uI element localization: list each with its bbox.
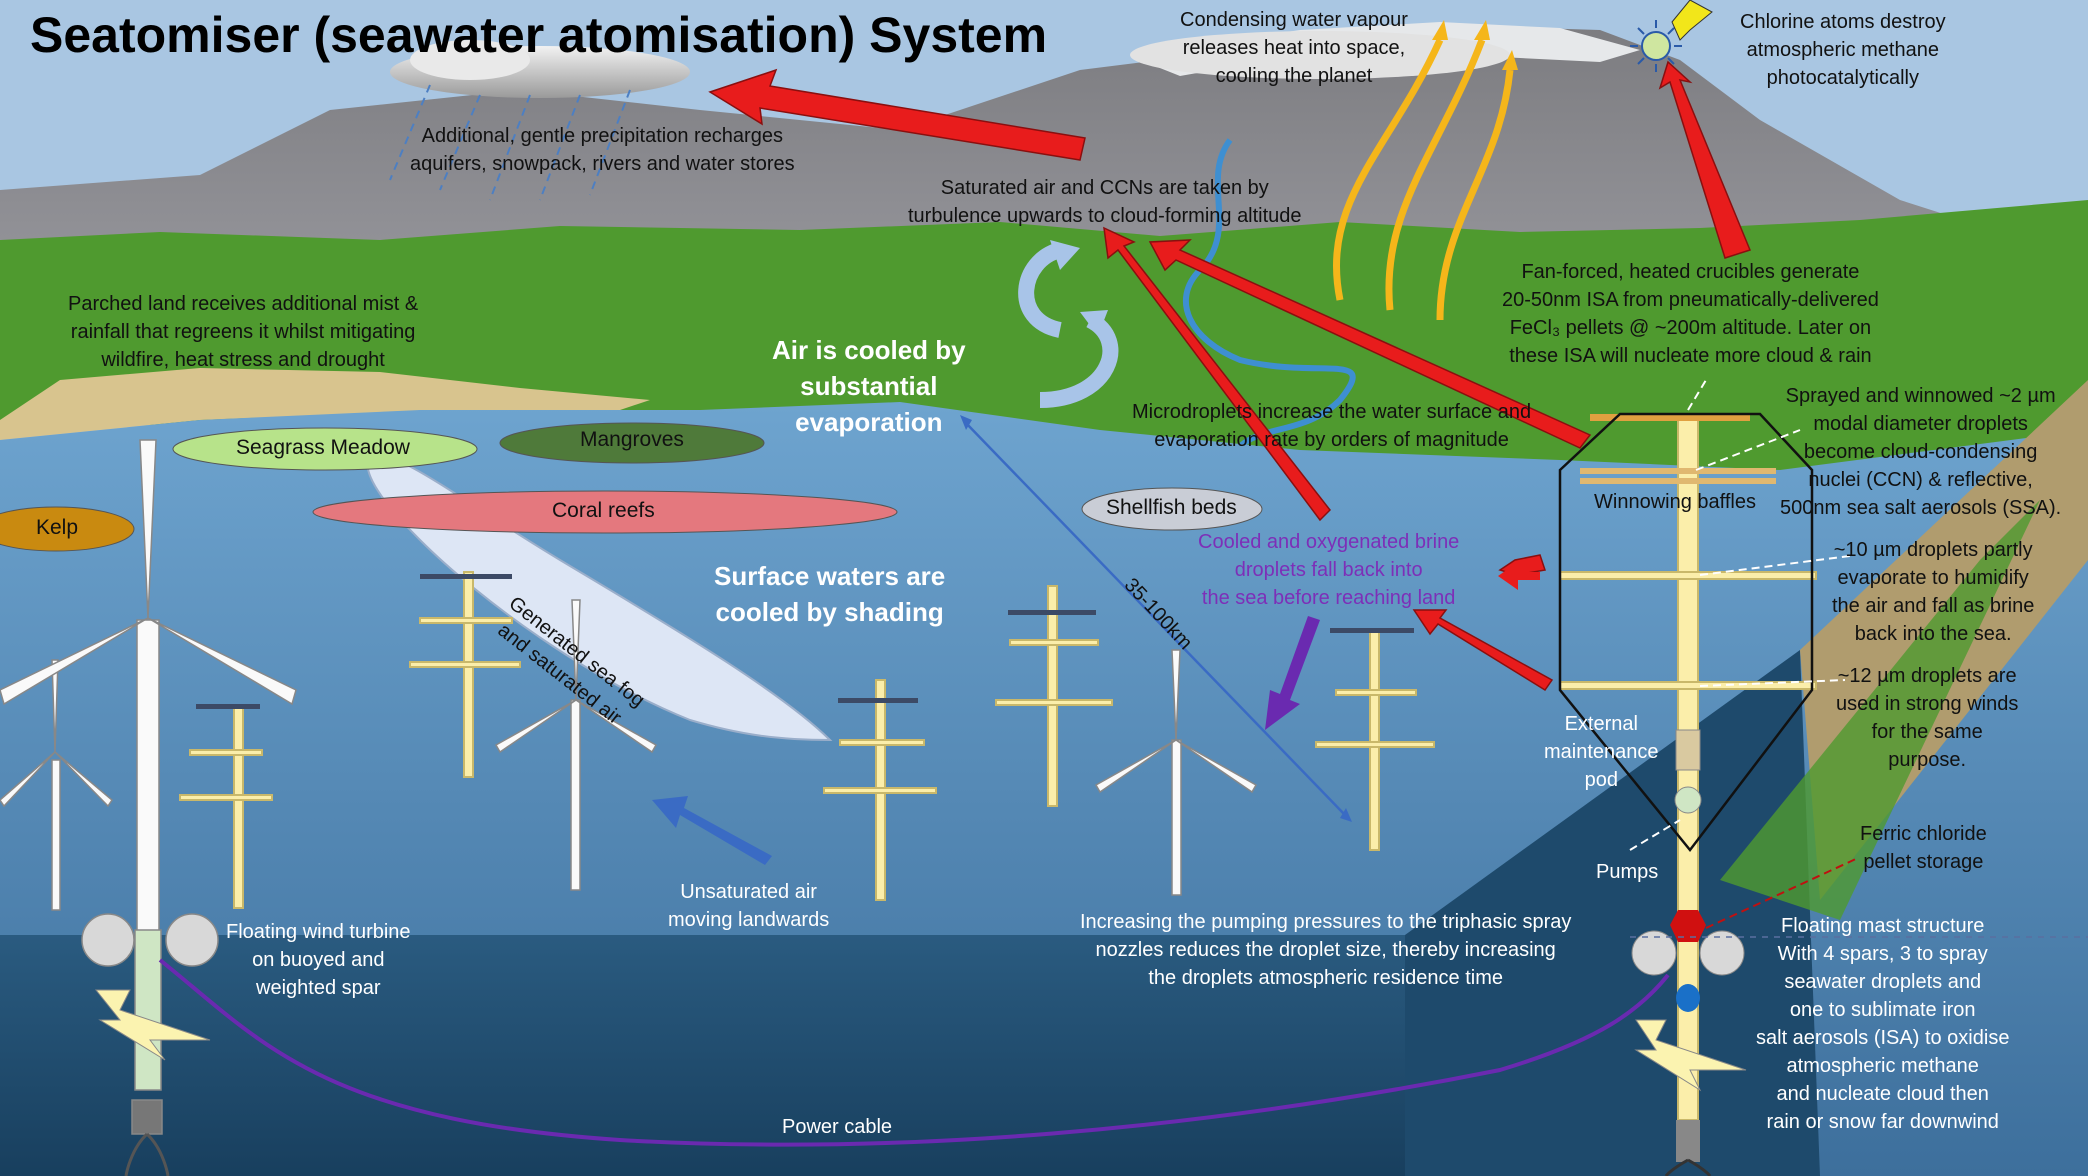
lightning-icon-right (1634, 1019, 1747, 1092)
coral-ellipse (312, 490, 898, 534)
deep-sea-right (1405, 650, 1820, 1176)
baffle-1 (1580, 468, 1776, 474)
swirl-head-2 (1080, 310, 1108, 336)
swirl-arrow-1 (1018, 242, 1063, 338)
rain-cloud-2 (410, 40, 530, 80)
red-arrows (708, 60, 1752, 692)
maintenance-pod (1675, 729, 1701, 771)
blue-arrow (652, 796, 772, 865)
habitat-coral: Coral reefs (552, 499, 655, 522)
label-pumps: Pumps (1596, 861, 1659, 883)
heat-arrows (1333, 38, 1514, 321)
lightning-icon-left (94, 989, 211, 1061)
red-arrow-small (1498, 562, 1540, 590)
rain (389, 84, 631, 201)
mast-float-left (1631, 930, 1677, 976)
wind-turbines (0, 599, 1258, 911)
label-pumping-pressures: Increasing the pumping pressures to the … (1080, 911, 1572, 989)
page-title: Seatomiser (seawater atomisation) System (30, 7, 1048, 63)
power-cable (158, 958, 1670, 1147)
purple-arrow (1265, 616, 1320, 730)
mast-float-right (1699, 930, 1745, 976)
pointer-2um (1695, 429, 1801, 471)
cliff-green (1720, 500, 2040, 920)
distance-line (964, 421, 1346, 816)
habitat-shellfish: Shellfish beds (1106, 496, 1237, 519)
top-pointer (1687, 379, 1707, 411)
habitat-seagrass: Seagrass Meadow (236, 436, 410, 459)
kelp-ellipse (0, 506, 135, 552)
swirl-head-1 (1050, 240, 1080, 270)
sunlight-arrow (1671, 0, 1713, 41)
label-precipitation: Additional, gentle precipitation recharg… (410, 125, 795, 175)
habitat-mangroves: Mangroves (580, 428, 684, 451)
pointer-12um (1699, 679, 1846, 687)
pointer-ferric (1705, 857, 1859, 929)
spray-envelope (1558, 412, 1814, 853)
small-masts (179, 571, 1435, 909)
heat-arrowheads (1432, 20, 1518, 70)
big-wind-turbine (0, 439, 297, 1176)
pointer-pumps (1629, 819, 1681, 851)
shellfish-ellipse (1081, 487, 1263, 531)
mast-weight (1676, 1120, 1700, 1162)
habitat-kelp: Kelp (36, 516, 79, 539)
beach (0, 368, 650, 440)
sun-icon (1630, 20, 1682, 72)
baffle-top (1590, 414, 1750, 421)
label-winnowing-baffles: Winnowing baffles (1594, 491, 1756, 513)
seagrass-ellipse (172, 427, 478, 471)
small-mast-tops (196, 574, 1414, 709)
river (1182, 138, 1356, 462)
deep-sea (0, 935, 1410, 1176)
ferric-storage-icon (1670, 910, 1706, 942)
top-cloud (1130, 31, 1510, 79)
ballast-icon (1676, 984, 1700, 1012)
label-power-cable: Power cable (782, 1116, 893, 1138)
label-parched-land: Parched land receives additional mist &r… (68, 293, 419, 371)
swirl-arrow-2 (1039, 312, 1119, 408)
pump-icon (1674, 786, 1702, 814)
label-microdroplets: Microdroplets increase the water surface… (1132, 401, 1532, 451)
baffle-2 (1580, 478, 1776, 484)
mangroves-ellipse (499, 422, 765, 464)
